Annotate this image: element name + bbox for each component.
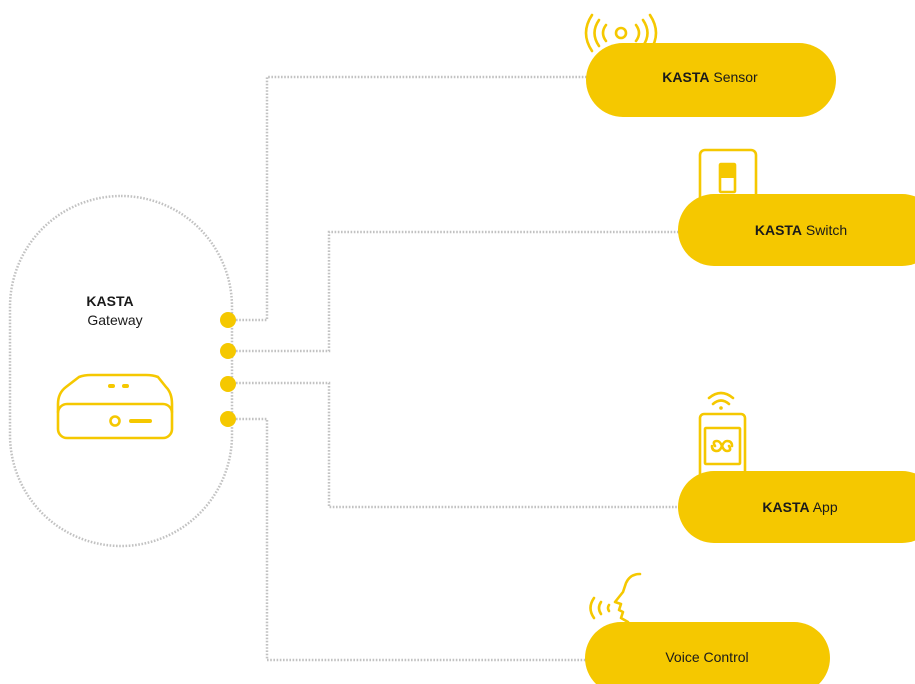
device-label-voice: Voice Control — [665, 649, 748, 665]
device-pill-voice — [585, 622, 830, 684]
gateway-label: Gateway — [87, 312, 142, 328]
connector-switch — [236, 230, 680, 353]
gateway-port-1 — [220, 312, 236, 328]
gateway-brand: KASTA — [86, 293, 133, 309]
device-pill-sensor — [586, 43, 836, 117]
device-pill-switch — [678, 194, 915, 266]
connector-sensor — [236, 75, 588, 322]
connector-app — [236, 381, 680, 509]
gateway-port-3 — [220, 376, 236, 392]
gateway-port-2 — [220, 343, 236, 359]
gateway-port-4 — [220, 411, 236, 427]
wireless-signal-icon — [584, 13, 658, 53]
gateway-boundary — [8, 194, 234, 548]
router-icon — [56, 373, 174, 440]
connector-voice — [236, 417, 588, 662]
device-label-sensor: KASTA Sensor — [662, 69, 758, 85]
device-label-app: KASTA App — [762, 499, 837, 515]
device-label-switch: KASTA Switch — [755, 222, 847, 238]
device-pill-app — [678, 471, 915, 543]
voice-speaking-icon — [589, 572, 642, 624]
